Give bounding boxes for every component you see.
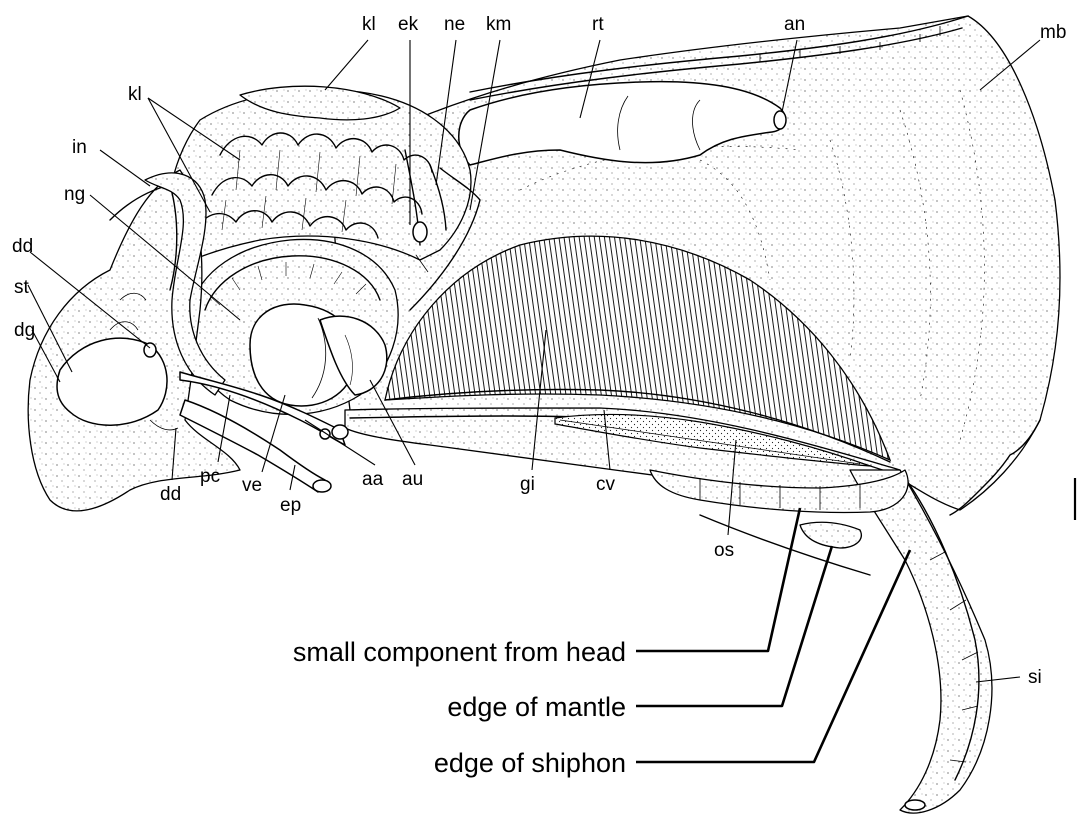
label-text: an: [784, 14, 805, 35]
label-text: km: [486, 14, 511, 35]
label-text: dg: [14, 320, 35, 341]
label-text: st: [14, 277, 30, 298]
label-text: pc: [200, 466, 220, 487]
label-text: ep: [280, 495, 301, 516]
callout-head-component: small component from head: [293, 508, 800, 667]
label-text: gi: [520, 474, 535, 495]
label-text: aa: [362, 469, 384, 490]
label-text: os: [714, 540, 734, 561]
label-text: ve: [242, 475, 262, 496]
label-text: in: [72, 137, 87, 158]
label-text: ng: [64, 184, 85, 205]
label-text: au: [402, 469, 423, 490]
label-text: kl: [362, 14, 376, 35]
callout-text: edge of mantle: [447, 692, 626, 722]
label-text: dd: [160, 484, 181, 505]
label-text: rt: [592, 14, 604, 35]
callout-text: small component from head: [293, 637, 626, 667]
callout-text: edge of shiphon: [434, 748, 626, 778]
label-text: si: [1028, 667, 1042, 688]
label-text: cv: [596, 474, 616, 495]
label-text: dd: [12, 236, 33, 257]
siphon: [850, 470, 992, 813]
label-in: in: [72, 137, 150, 186]
label-text: kl: [128, 84, 142, 105]
label-text: mb: [1040, 22, 1066, 43]
label-text: ek: [398, 14, 419, 35]
callout-mantle-edge: edge of mantle: [447, 546, 832, 722]
label-text: ne: [444, 14, 465, 35]
label-kl-top: kl: [325, 14, 376, 90]
